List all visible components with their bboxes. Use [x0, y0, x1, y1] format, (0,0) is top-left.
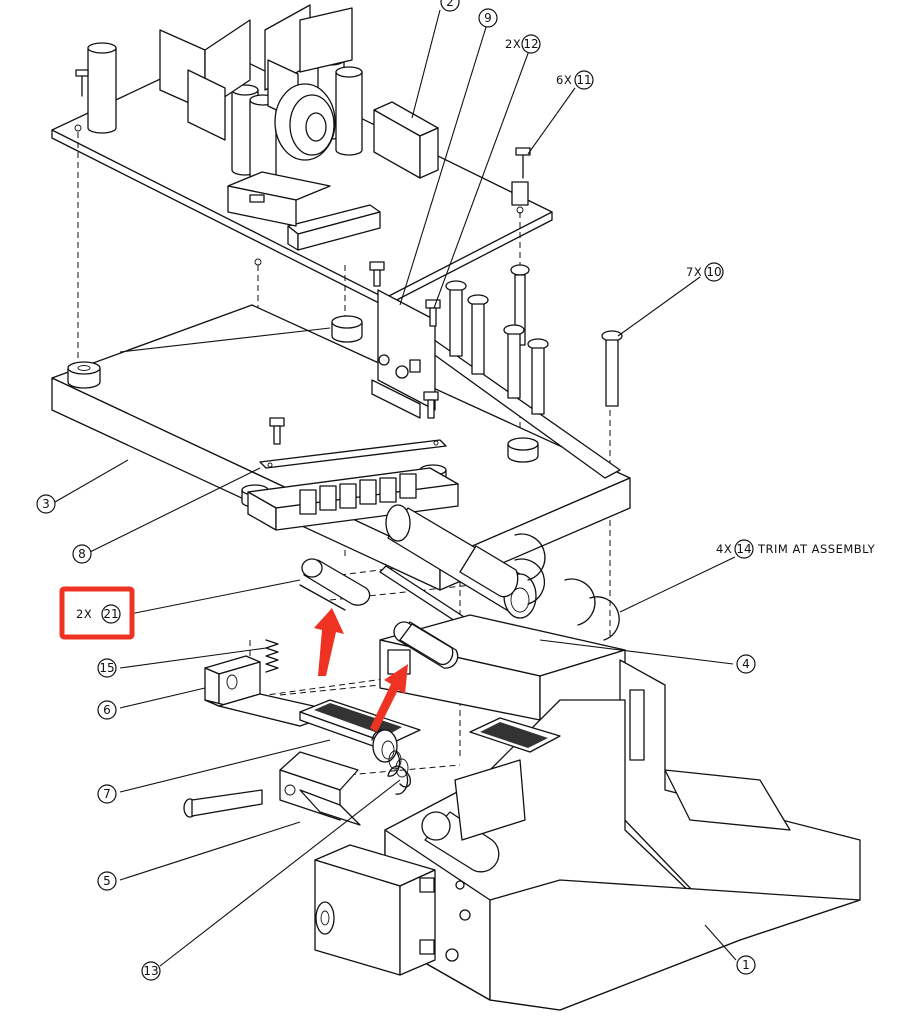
- svg-text:4: 4: [742, 657, 750, 671]
- daughter-board: [371, 289, 436, 419]
- balloon-5: 5: [97, 871, 117, 891]
- svg-text:10: 10: [706, 265, 721, 279]
- balloon-4: 4: [736, 654, 756, 674]
- highlight-arrow-lower: [370, 664, 408, 732]
- qty-label-21: 2X: [76, 607, 92, 621]
- pcb-toroid: [274, 83, 336, 161]
- note-trim-at-assembly: TRIM AT ASSEMBLY: [757, 542, 876, 556]
- spring-13: [371, 729, 412, 795]
- balloon-7: 7: [97, 784, 117, 804]
- balloon-6: 6: [97, 700, 117, 720]
- svg-text:7: 7: [103, 787, 111, 801]
- balloon-14: 14: [734, 539, 754, 559]
- balloon-10: 10: [704, 262, 724, 282]
- motor: [314, 844, 436, 976]
- svg-text:15: 15: [99, 661, 114, 675]
- qty-label-12: 2X: [505, 37, 521, 51]
- balloon-9: 9: [478, 8, 498, 28]
- qty-label-14: 4X: [716, 542, 732, 556]
- balloon-13: 13: [141, 961, 161, 981]
- pcb-connectors: [227, 101, 439, 251]
- long-screws: [269, 261, 623, 445]
- balloon-1: 1: [736, 955, 756, 975]
- svg-text:21: 21: [103, 607, 118, 621]
- balloon-15: 15: [97, 658, 117, 678]
- qty-label-10: 7X: [686, 265, 702, 279]
- svg-text:5: 5: [103, 874, 111, 888]
- balloon-12: 12: [521, 34, 541, 54]
- highlight-box-21: [59, 586, 135, 640]
- leader-lines: [54, 9, 737, 967]
- qty-label-11: 6X: [556, 73, 572, 87]
- pcb-screws: [75, 69, 531, 206]
- balloon-11: 11: [574, 70, 594, 90]
- base-plate: [51, 304, 631, 591]
- svg-text:14: 14: [736, 542, 751, 556]
- balloon-3: 3: [36, 494, 56, 514]
- pcb-heatsinks: [159, 4, 353, 141]
- bracket-5: [279, 751, 361, 826]
- bolt-5: [183, 789, 263, 818]
- svg-text:13: 13: [143, 964, 158, 978]
- main-body: [384, 659, 861, 1011]
- svg-text:3: 3: [42, 497, 50, 511]
- retaining-clips: [514, 533, 620, 641]
- svg-text:8: 8: [78, 547, 86, 561]
- svg-text:6: 6: [103, 703, 111, 717]
- balloon-21: 21: [101, 604, 121, 624]
- balloon-2: 2: [440, 0, 460, 12]
- bushing-upper: [299, 558, 371, 611]
- svg-text:2: 2: [446, 0, 454, 9]
- spring-15: [265, 639, 279, 673]
- bushing-lower: [399, 623, 454, 666]
- balloon-8: 8: [72, 544, 92, 564]
- clamp-block: [247, 467, 459, 531]
- gasket-strip: [259, 439, 447, 469]
- svg-text:1: 1: [742, 958, 750, 972]
- highlight-arrow-upper: [314, 608, 344, 676]
- svg-text:11: 11: [576, 73, 591, 87]
- svg-text:12: 12: [523, 37, 538, 51]
- svg-text:9: 9: [484, 11, 492, 25]
